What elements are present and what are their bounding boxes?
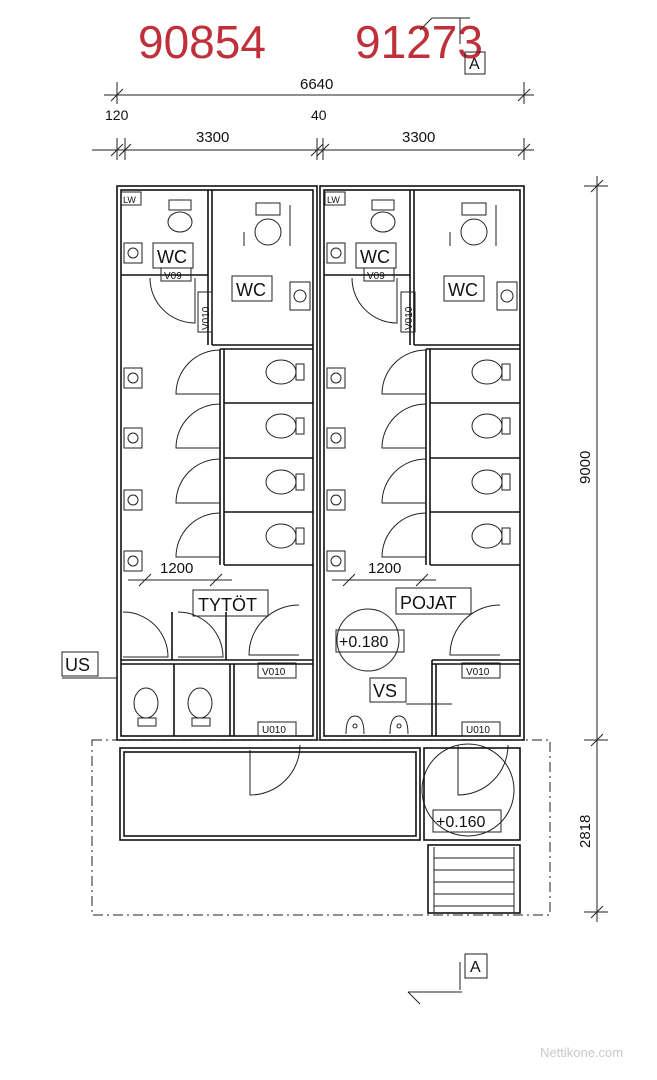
dim-overall-width: 6640 — [300, 76, 333, 93]
toilet-icon — [187, 687, 213, 727]
dim-wall-outer: 120 — [105, 107, 129, 123]
code-right: 91273 — [355, 16, 483, 68]
toilet-icon — [471, 469, 511, 495]
sink-icon — [326, 427, 346, 449]
level-porch: +0.160 — [436, 814, 485, 831]
toilet-icon — [265, 359, 305, 385]
door-swings — [122, 277, 509, 796]
level-markers: +0.180 +0.160 — [335, 608, 515, 837]
dimension-vertical: 9000 2818 — [577, 176, 608, 922]
toilet-icon — [243, 202, 291, 246]
tag-v010-left: V010 — [262, 667, 286, 678]
toilet-icon — [471, 523, 511, 549]
sink-icon — [326, 367, 346, 389]
tag-v010-right: V010 — [466, 667, 490, 678]
dim-cubicle-left: 1200 — [160, 560, 193, 577]
tags: LW LW V09 V09 V010 V010 V010 V010 U010 U… — [120, 191, 501, 737]
dimension-segments: 120 40 3300 3300 — [92, 107, 534, 160]
section-label-top: A — [469, 56, 480, 73]
tag-lw-left: LW — [123, 195, 136, 205]
toilet-icon — [133, 687, 159, 727]
tag-u010-right: U010 — [466, 725, 490, 736]
toilet-icon — [265, 523, 305, 549]
porch-platform — [91, 739, 551, 916]
room-wc-small-left: WC — [157, 247, 187, 267]
dim-right-width: 3300 — [402, 129, 435, 146]
dim-wall-middle: 40 — [311, 107, 327, 123]
room-wc-large-left: WC — [236, 280, 266, 300]
dim-height-porch: 2818 — [577, 815, 594, 848]
tag-v010-left-vertical: V010 — [201, 306, 212, 330]
tag-v010-right-vertical: V010 — [404, 306, 415, 330]
room-wc-small-right: WC — [360, 247, 390, 267]
sink-icon — [123, 489, 143, 511]
toilet-icon — [265, 469, 305, 495]
level-floor: +0.180 — [339, 634, 388, 651]
toilet-icon — [265, 413, 305, 439]
tag-lw-right: LW — [327, 195, 340, 205]
sink-icon — [123, 427, 143, 449]
code-left: 90854 — [138, 16, 266, 68]
dim-cubicle-right: 1200 — [368, 560, 401, 577]
section-label-bottom: A — [470, 959, 481, 976]
sink-icon — [326, 550, 346, 572]
room-labels: WC WC WC WC TYTÖT POJAT US VS — [61, 242, 485, 705]
dimension-overall: 6640 — [104, 76, 534, 104]
section-marker-bottom: A — [407, 953, 488, 1005]
room-boys: POJAT — [400, 593, 457, 613]
toilet-icon — [449, 202, 497, 246]
section-marker-top: A — [419, 17, 486, 75]
sink-icon — [123, 550, 143, 572]
sink-icon — [496, 281, 518, 311]
watermark: Nettikone.com — [540, 1045, 623, 1060]
room-girls: TYTÖT — [198, 595, 257, 615]
toilet-icon — [471, 413, 511, 439]
sink-icon — [289, 281, 311, 311]
urinal-icon — [389, 715, 409, 735]
sink-icon — [326, 489, 346, 511]
toilet-icon — [471, 359, 511, 385]
toilet-icon — [370, 199, 396, 233]
tag-v09-right: V09 — [367, 271, 385, 282]
sinks — [123, 242, 518, 572]
dim-height-main: 9000 — [577, 451, 594, 484]
room-wc-large-right: WC — [448, 280, 478, 300]
sink-icon — [326, 242, 346, 264]
cubicle-dimensions: 1200 1200 — [128, 560, 436, 587]
urinal-icon — [345, 715, 365, 735]
sink-icon — [123, 242, 143, 264]
toilet-icon — [167, 199, 193, 233]
tag-u010-left: U010 — [262, 725, 286, 736]
dim-left-width: 3300 — [196, 129, 229, 146]
sink-icon — [123, 367, 143, 389]
room-us: US — [65, 655, 90, 675]
room-vs: VS — [373, 681, 397, 701]
toilets — [133, 199, 511, 735]
tag-v09-left: V09 — [164, 271, 182, 282]
